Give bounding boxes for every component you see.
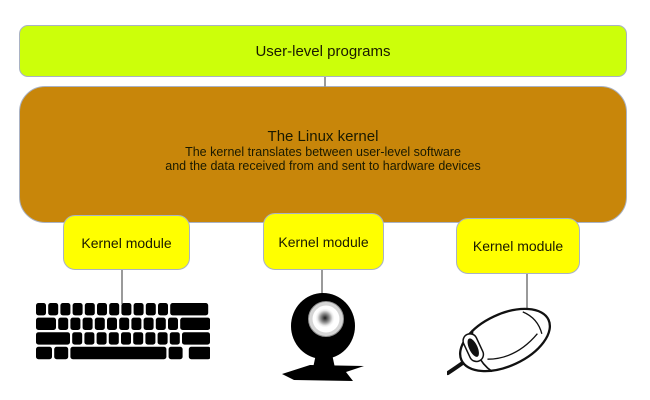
webcam-icon — [282, 293, 364, 381]
user-level-programs-label: User-level programs — [255, 42, 391, 60]
kernel-module-label: Kernel module — [472, 238, 564, 254]
connector-module3-to-mouse — [526, 273, 528, 310]
kernel-module-label: Kernel module — [278, 233, 369, 250]
kernel-subtitle-line1: The kernel translates between user-level… — [185, 145, 461, 159]
connector-module2-to-webcam — [321, 269, 323, 294]
linux-kernel-box: The Linux kernel The kernel translates b… — [19, 86, 627, 223]
kernel-module-box-3: Kernel module — [456, 218, 580, 274]
kernel-module-box-1: Kernel module — [63, 215, 190, 270]
kernel-title: The Linux kernel — [267, 128, 379, 145]
connector-module1-to-keyboard — [121, 269, 123, 304]
user-level-programs-box: User-level programs — [19, 25, 627, 77]
keyboard-icon — [36, 303, 210, 360]
kernel-module-box-2: Kernel module — [263, 213, 384, 270]
kernel-subtitle-line2: and the data received from and sent to h… — [165, 159, 481, 173]
mouse-icon — [447, 307, 552, 375]
kernel-module-label: Kernel module — [81, 234, 172, 251]
connector-user-to-kernel — [324, 77, 326, 87]
